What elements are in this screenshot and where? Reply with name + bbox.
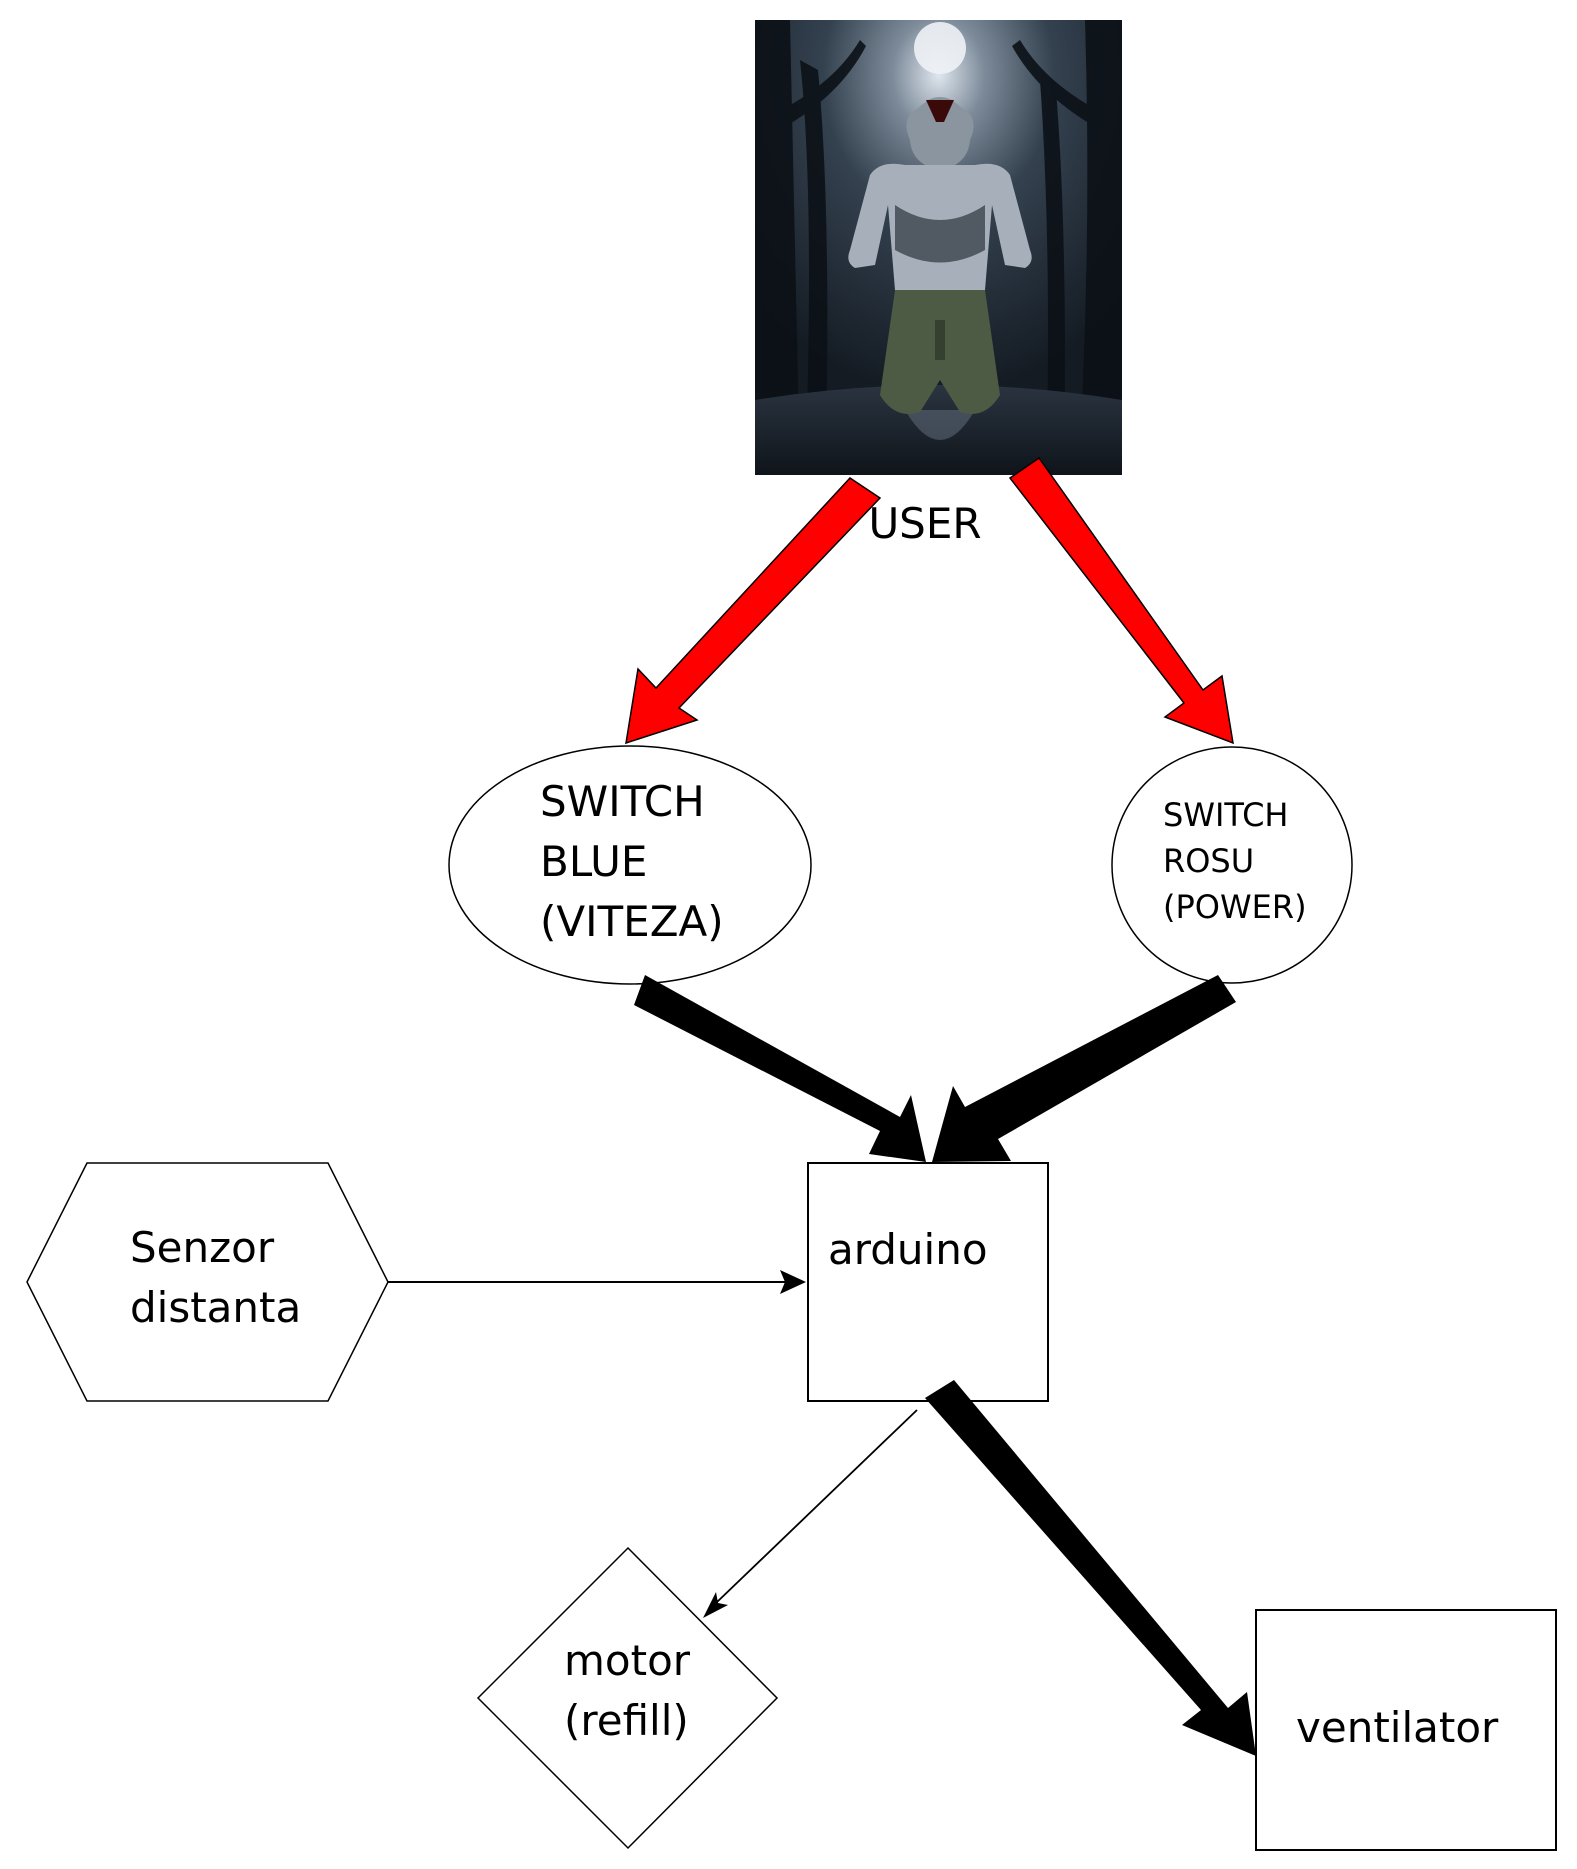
motor-line-1: motor: [564, 1636, 691, 1685]
arrow-senzor-to-arduino: [388, 1270, 806, 1294]
ventilator-node: ventilator: [1255, 1609, 1557, 1851]
motor-node: motor (refill): [476, 1546, 779, 1850]
senzor-line-2: distanta: [130, 1283, 301, 1332]
arrow-user-to-switch-blue: [625, 477, 882, 745]
switch-blue-line-2: BLUE: [540, 837, 647, 886]
switch-blue-line-1: SWITCH: [540, 777, 705, 826]
arrow-switch-blue-to-arduino: [634, 975, 926, 1162]
arrow-user-to-switch-rosu: [1008, 456, 1234, 745]
werewolf-figure-icon: [848, 97, 1032, 414]
forest-trees-icon: [755, 20, 1122, 475]
arrow-arduino-to-motor: [703, 1409, 918, 1618]
arduino-label: arduino: [828, 1225, 988, 1274]
moon-icon: [914, 22, 966, 74]
arduino-node: arduino: [807, 1162, 1049, 1402]
arrow-arduino-to-ventilator: [925, 1380, 1256, 1756]
ventilator-label: ventilator: [1296, 1703, 1499, 1752]
switch-rosu-node: SWITCH ROSU (POWER): [1111, 746, 1353, 984]
switch-rosu-line-2: ROSU: [1163, 842, 1254, 880]
switch-rosu-line-3: (POWER): [1163, 888, 1307, 926]
motor-line-2: (refill): [564, 1696, 689, 1745]
switch-blue-node: SWITCH BLUE (VITEZA): [448, 745, 812, 985]
senzor-line-1: Senzor: [130, 1223, 275, 1272]
senzor-distanta-node: Senzor distanta: [26, 1162, 389, 1402]
user-image: [755, 20, 1122, 475]
arrow-switch-rosu-to-arduino: [932, 975, 1236, 1162]
switch-rosu-line-1: SWITCH: [1163, 796, 1288, 834]
switch-blue-line-3: (VITEZA): [540, 897, 724, 946]
user-label: USER: [868, 499, 981, 548]
